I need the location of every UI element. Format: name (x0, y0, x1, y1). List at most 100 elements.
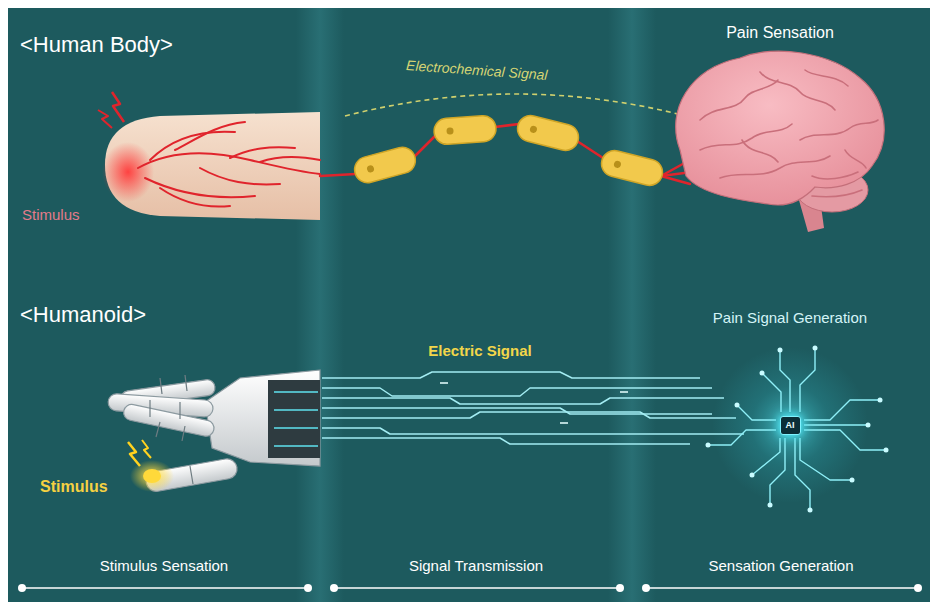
robot-hand-illustration (108, 379, 239, 493)
chip-traces (804, 400, 880, 420)
neuron-chain (352, 144, 419, 185)
neuron-chain (599, 148, 665, 188)
signal-arrow (345, 94, 686, 116)
robot-hand-illustration (142, 440, 151, 458)
finger-illustration (260, 157, 320, 162)
chip-trace-dots (706, 346, 889, 513)
stage-label: Signal Transmission (320, 557, 632, 574)
finger-illustration (112, 92, 124, 122)
neuron-chain (495, 124, 519, 127)
robot-hand-illustration (128, 442, 140, 466)
robot-hand-illustration (130, 460, 174, 492)
neuron-chain (446, 127, 453, 134)
chip-traces (804, 430, 886, 450)
neuron-chain (515, 113, 581, 153)
circuit-traces (322, 372, 744, 444)
timeline-dot (642, 584, 650, 592)
chip-traces (708, 430, 776, 445)
neuron-chain (661, 176, 690, 184)
brain-illustration (760, 72, 835, 110)
chip-trace-dots (778, 348, 783, 353)
chip-traces (770, 438, 785, 505)
neuron-chain (433, 115, 497, 145)
robot-hand-illustration (205, 370, 320, 466)
stage-column: Sensation Generation AI (632, 8, 930, 602)
timeline-dot (914, 584, 922, 592)
robot-hand-illustration (274, 427, 318, 429)
brain-illustration (676, 51, 885, 232)
robot-hand-illustration (274, 409, 318, 411)
neuron-chain (352, 144, 419, 185)
stimulus-label: Stimulus (40, 478, 108, 496)
brain-illustration (805, 70, 848, 86)
stage-column: Signal Transmission (320, 8, 632, 602)
circuit-traces (322, 398, 724, 404)
timeline-dot (304, 584, 312, 592)
column-seam (608, 8, 656, 602)
chip-trace-dots (808, 508, 813, 513)
chip-trace-dots (735, 403, 740, 408)
finger-illustration (175, 122, 245, 150)
timeline-dot (330, 584, 338, 592)
chip-traces (795, 438, 810, 510)
robot-hand-illustration (182, 426, 185, 441)
circuit-traces (322, 412, 736, 418)
neuron-chain (433, 115, 497, 145)
robot-hand-illustration (190, 466, 193, 484)
stage-label: Sensation Generation (632, 557, 930, 574)
finger-illustration (138, 122, 320, 207)
robot-hand-illustration (179, 402, 180, 419)
brain-illustration (742, 140, 778, 162)
neuron-chain (414, 135, 436, 157)
sensation-label: Pain Sensation (726, 24, 834, 42)
robot-hand-illustration (160, 378, 162, 394)
robot-hand-illustration (143, 469, 161, 483)
chip-trace-dots (884, 448, 889, 453)
stage-label: Stimulus Sensation (8, 557, 320, 574)
circuit-traces (440, 383, 628, 423)
chip-traces (800, 438, 852, 480)
brain-illustration (812, 172, 858, 179)
circuit-traces (322, 438, 690, 444)
finger-illustration (98, 110, 112, 128)
chip-traces (708, 348, 886, 510)
chip-traces (752, 438, 780, 475)
timeline-dot (616, 584, 624, 592)
neuron-chain (320, 113, 692, 188)
neuron-chain (613, 160, 621, 168)
timeline-dot (18, 584, 922, 592)
chip-trace-dots (750, 473, 755, 478)
robot-hand-illustration (122, 403, 215, 438)
robot-hand-illustration (268, 380, 320, 458)
section-heading: <Humanoid> (20, 302, 146, 327)
brain-illustration (812, 190, 862, 197)
timeline (22, 587, 918, 589)
circuit-traces (322, 372, 700, 378)
robot-hand-illustration (274, 445, 318, 447)
chip-traces (737, 405, 776, 420)
chip-trace-dots (878, 398, 883, 403)
robot-hand-illustration (185, 375, 187, 391)
finger-illustration (150, 132, 235, 160)
column-seam (296, 8, 344, 602)
finger-illustration (145, 178, 255, 197)
chip-trace-dots (850, 478, 855, 483)
finger-illustration (160, 188, 230, 207)
chip-trace-dots (768, 503, 773, 508)
timeline (22, 587, 308, 589)
finger-illustration (200, 168, 280, 184)
neuron-chain (320, 174, 356, 176)
chip-traces (762, 373, 781, 412)
finger-illustration (98, 92, 320, 220)
neuron-chain (366, 165, 375, 174)
chip-trace-dots (866, 423, 871, 428)
sensation-label: Pain Signal Generation (713, 309, 867, 326)
chip-glow (712, 347, 868, 503)
robot-hand-illustration (108, 370, 320, 493)
ground (8, 8, 930, 602)
robot-hand-illustration (274, 391, 318, 393)
neuron-chain (599, 148, 665, 188)
finger-illustration (102, 142, 154, 202)
chip-label: AI (786, 421, 795, 430)
